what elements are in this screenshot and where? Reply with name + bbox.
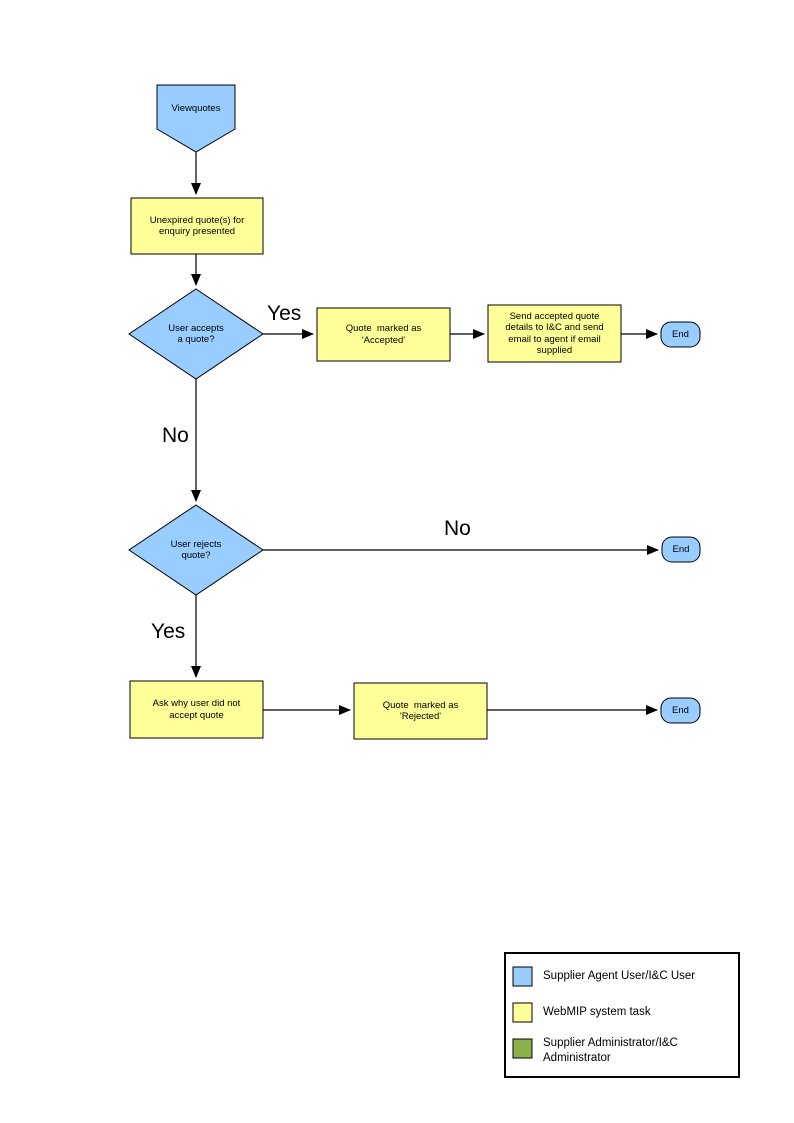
legend-swatch-webmip-system-task (512, 1002, 533, 1023)
start-pentagon-viewquotes (156, 84, 236, 153)
process-box-unexpired-quotes (130, 197, 264, 255)
legend-label-supplier-agent-user: Supplier Agent User/I&C User (543, 970, 696, 982)
legend-swatch-supplier-administrator (512, 1038, 533, 1059)
legend-box (504, 952, 740, 1078)
edge-label-rejects-yes: Yes (151, 620, 186, 643)
edge-label-rejects-no: No (444, 517, 471, 540)
legend-label-webmip-system-task: WebMIP system task (543, 1006, 651, 1018)
decision-label-user-rejects: User rejects quote? (170, 538, 222, 561)
terminator-label-end-rejected: End (672, 704, 689, 716)
process-label-unexpired-quotes: Unexpired quote(s) for enquiry presented (149, 214, 245, 237)
terminator-label-end-accepted: End (672, 328, 689, 340)
process-label-ask-why: Ask why user did not accept quote (152, 698, 241, 721)
start-pentagon-label: Viewquotes (171, 103, 221, 115)
process-box-quote-accepted (316, 307, 451, 362)
process-label-quote-accepted: Quote marked as 'Accepted' (345, 323, 422, 346)
process-label-send-details: Send accepted quote details to I&C and s… (505, 311, 604, 356)
process-box-quote-rejected (353, 682, 488, 740)
terminator-end-accepted (660, 321, 701, 348)
edge-label-accepts-yes: Yes (267, 302, 302, 325)
edge-label-accepts-no: No (162, 424, 189, 447)
legend-label-supplier-administrator: Supplier Administrator/I&C Administrator (543, 1037, 678, 1064)
terminator-end-not-rejected (661, 536, 701, 563)
process-label-quote-rejected: Quote marked as 'Rejected' (382, 699, 459, 722)
legend-swatch-supplier-agent-user (512, 966, 533, 987)
decision-label-user-accepts: User accepts a quote? (168, 322, 224, 345)
terminator-label-end-not-rejected: End (672, 543, 690, 555)
terminator-end-rejected (660, 697, 701, 724)
